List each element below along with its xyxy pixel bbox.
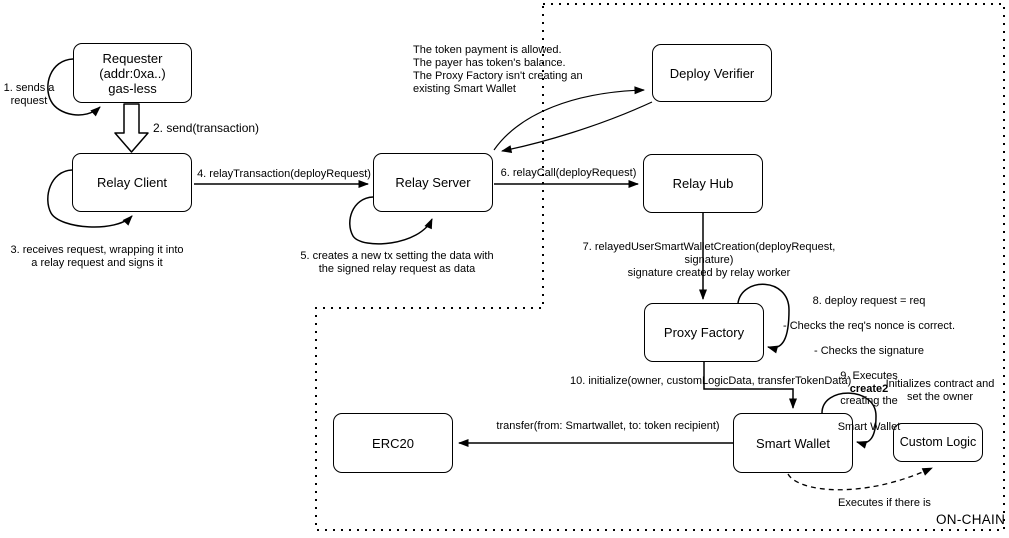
note-step9-pre: 9. Executes	[840, 370, 898, 383]
node-relay-client: Relay Client	[72, 153, 192, 212]
node-erc20: ERC20	[333, 413, 453, 473]
edge-verifier-return-arrow	[501, 101, 653, 154]
label-transfer: transfer(from: Smartwallet, to: token re…	[496, 420, 720, 432]
node-relay-server: Relay Server	[373, 153, 493, 212]
label-step10: 10. initialize(owner, customLogicData, t…	[570, 375, 852, 387]
edge-initialize-self-loop	[821, 392, 877, 449]
node-smart-wallet: Smart Wallet	[733, 413, 853, 473]
edge-step3-self-loop	[47, 169, 133, 228]
node-custom-logic: Custom Logic	[893, 423, 983, 462]
note-step9-create2: create2	[849, 382, 889, 395]
label-step2: 2. send(transaction)	[153, 121, 260, 135]
note-step8-9: 8. deploy request = req - Checks the req…	[773, 282, 965, 433]
note-verifier-checks: The token payment is allowed. The payer …	[413, 44, 583, 95]
label-step1: 1. sends a request	[3, 82, 55, 107]
label-step5: 5. creates a new tx setting the data wit…	[300, 250, 494, 275]
edge-step1-self-loop	[47, 58, 101, 117]
node-deploy-verifier: Deploy Verifier	[652, 44, 772, 102]
label-step3: 3. receives request, wrapping it into a …	[10, 244, 184, 269]
edge-step10-arrow	[703, 362, 797, 409]
label-step7: 7. relayedUserSmartWalletCreation(deploy…	[582, 241, 836, 279]
note-step8-line3: - Checks the signature	[813, 344, 925, 357]
note-step9-post: creating the	[840, 395, 898, 408]
edge-step8-self-loop	[737, 283, 790, 354]
edge-step5-self-loop	[349, 196, 433, 245]
note-initializes: Initializes contract and set the owner	[885, 378, 995, 403]
note-step9-line5: Smart Wallet	[837, 420, 901, 433]
on-chain-label: ON-CHAIN	[936, 512, 1006, 527]
node-relay-hub: Relay Hub	[643, 154, 763, 213]
label-step6: 6. relayCall(deployRequest)	[500, 167, 637, 179]
edge-step2-block-arrow	[114, 103, 149, 153]
node-requester: Requester (addr:0xa..) gas-less	[73, 43, 192, 103]
label-step4: 4. relayTransaction(deployRequest)	[197, 168, 371, 180]
note-step8-line2: - Checks the req's nonce is correct.	[782, 319, 956, 332]
node-proxy-factory: Proxy Factory	[644, 303, 764, 362]
note-step8-line1: 8. deploy request = req	[812, 294, 926, 307]
edge-verifier-call-arrow	[493, 86, 645, 151]
note-executes-if-there-is: Executes if there is	[838, 497, 931, 509]
